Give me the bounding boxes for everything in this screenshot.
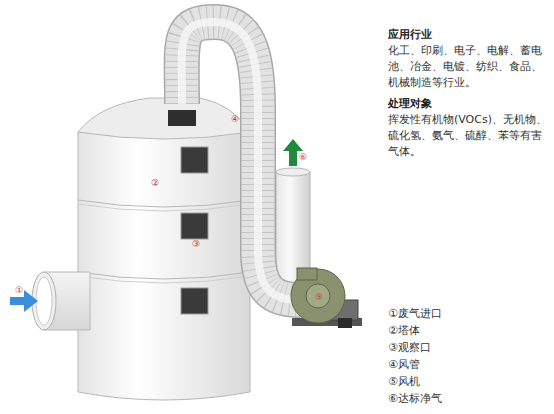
part-list-item: ①废气进口 <box>388 306 442 322</box>
callout-number: ⑤ <box>314 292 324 303</box>
section-heading: 处理对象 <box>388 96 548 112</box>
part-list-item: ②塔体 <box>388 323 420 339</box>
section-heading: 应用行业 <box>388 27 548 43</box>
part-list-item: ⑤风机 <box>388 374 420 390</box>
inlet-arrow <box>10 290 38 312</box>
industry-text: 化工、印刷、电子、电解、蓄电池、冶金、电镀、纺织、食品、机械制造等行业。 <box>388 43 548 91</box>
observation-windows <box>181 147 208 314</box>
part-list-item: ⑥达标净气 <box>388 391 442 407</box>
tower <box>78 98 250 400</box>
callout-number: ④ <box>230 114 240 125</box>
part-list-item: ③观察口 <box>388 340 431 356</box>
target-text: 挥发性有机物(VOCs)、无机物、硫化氢、氨气、硫醇、苯等有害气体。 <box>388 112 548 160</box>
part-list-item: ④风管 <box>388 357 420 373</box>
inlet-pipe <box>32 272 90 330</box>
duct <box>182 22 300 300</box>
callout-number: ① <box>14 285 24 296</box>
callout-number: ⑥ <box>298 152 308 163</box>
callout-number: ② <box>150 178 160 189</box>
fan <box>291 268 362 328</box>
callout-number: ③ <box>191 239 201 250</box>
